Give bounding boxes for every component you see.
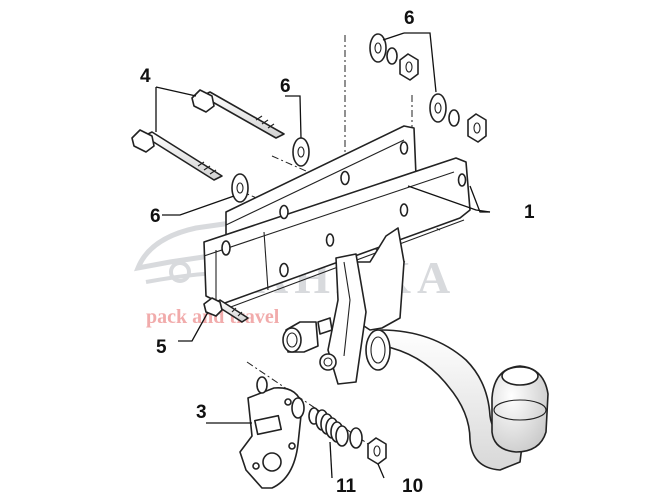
lock-washer-top: [386, 47, 398, 65]
plate-nut: [367, 437, 387, 465]
socket-bolt: [282, 317, 333, 353]
hitch-plate: [319, 227, 405, 385]
callout-4: 4: [140, 66, 151, 87]
callout-6-left: 6: [150, 206, 161, 227]
callout-11: 11: [336, 476, 357, 497]
callout-5: 5: [156, 337, 167, 358]
callout-3: 3: [196, 402, 207, 423]
long-bolt-upper: [191, 89, 285, 139]
lock-washer-right: [448, 109, 460, 127]
watermark-tagline: pack and travel: [146, 306, 280, 328]
callout-1: 1: [524, 202, 535, 223]
nut-right: [467, 113, 487, 143]
callout-6-top: 6: [404, 8, 415, 29]
callouts: 6 4 6 1 6 5 3 11 10: [140, 8, 535, 497]
callout-6-mid: 6: [280, 76, 291, 97]
washer-left: [231, 173, 249, 203]
leader-lines: [155, 32, 491, 479]
washer-right: [429, 93, 447, 123]
spring-washer: [349, 427, 363, 449]
long-bolt-lower: [131, 129, 223, 181]
plate-washer-upper: [256, 376, 268, 394]
plate-washer-a: [291, 397, 305, 419]
nut-top: [399, 53, 419, 81]
washer-middle: [292, 137, 310, 167]
mounting-bracket: [203, 125, 471, 309]
short-bolt: [203, 297, 249, 323]
socket-plate: [239, 387, 303, 489]
callout-10: 10: [402, 476, 423, 497]
washer-top: [369, 33, 387, 63]
tow-ball: [491, 365, 549, 453]
spring: [315, 409, 349, 447]
